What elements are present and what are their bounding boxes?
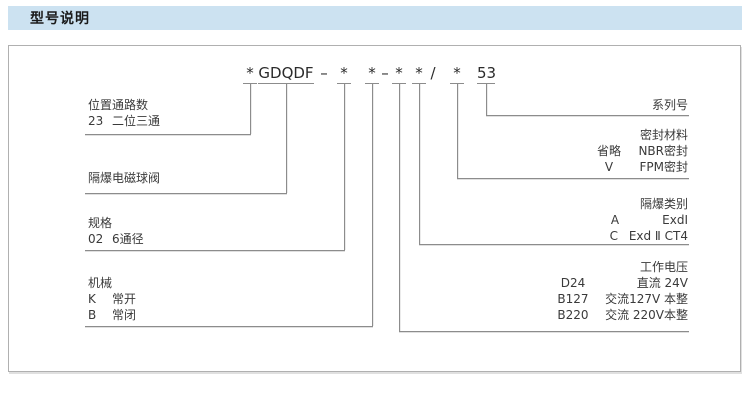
model-code-part-dash2: –: [381, 64, 389, 82]
option-code: B: [88, 308, 97, 322]
leader-vline-exd-class: [419, 84, 420, 244]
model-code-part-star6: *: [450, 64, 464, 84]
block-positions: 位置通路数 23 二位三通: [88, 97, 160, 129]
leader-hline-valve-type: [85, 193, 287, 194]
option-desc: 二位三通: [112, 114, 161, 128]
model-code-part-star5: *: [412, 64, 426, 84]
option-desc: 常闭: [112, 308, 137, 322]
option-code: V: [604, 160, 614, 174]
block-voltage-row: B220 交流 220V本整: [554, 307, 688, 323]
leader-vline-positions: [250, 84, 251, 134]
section-title: 型号说明: [30, 11, 90, 27]
model-code-part-series-letters: GDQDF: [258, 64, 314, 84]
block-exd-class-row: C Exd Ⅱ CT4: [607, 228, 688, 244]
model-code-part-series-number: 53: [477, 64, 497, 84]
diagram-frame: [8, 45, 741, 372]
option-code: A: [610, 213, 620, 227]
block-seal-title: 密封材料: [639, 128, 688, 142]
block-positions-row: 23 二位三通: [88, 113, 160, 129]
leader-hline-exd-class: [419, 244, 689, 245]
leader-vline-seal: [457, 84, 458, 178]
block-mechanics-row: B 常闭: [88, 307, 136, 323]
leader-hline-positions: [85, 134, 251, 135]
option-code: 02: [88, 232, 104, 246]
block-voltage-row: B127 交流127V 本整: [554, 291, 688, 307]
option-code: C: [609, 229, 618, 243]
block-seal-row: 省略 NBR密封: [594, 143, 688, 159]
block-positions-title: 位置通路数: [88, 98, 149, 112]
leader-hline-spec: [85, 250, 345, 251]
option-code: K: [88, 292, 96, 306]
option-desc: NBR密封: [638, 144, 688, 158]
leader-hline-voltage: [399, 331, 689, 332]
block-valve-type: 隔爆电磁球阀: [88, 170, 160, 186]
leader-vline-spec: [344, 84, 345, 250]
block-voltage: 工作电压 D24 直流 24V B127 交流127V 本整 B220 交流 2…: [554, 259, 688, 323]
option-desc: 直流 24V: [636, 276, 688, 290]
block-spec-row: 02 6通径: [88, 231, 144, 247]
option-desc: 交流 220V本整: [605, 308, 688, 322]
leader-vline-voltage: [399, 84, 400, 331]
block-exd-class-row: A ExdⅠ: [607, 212, 688, 228]
option-code: D24: [560, 276, 586, 290]
option-desc: 6通径: [112, 232, 144, 246]
model-code-part-star1: *: [243, 64, 257, 84]
model-code-part-star2: *: [337, 64, 351, 84]
option-code: B127: [557, 292, 589, 306]
leader-vline-mechanics: [372, 84, 373, 326]
option-desc: 常开: [112, 292, 137, 306]
leader-hline-mechanics: [85, 326, 373, 327]
block-voltage-row: D24 直流 24V: [554, 275, 688, 291]
model-code-part-slash: /: [430, 64, 436, 82]
model-code-part-star3: *: [365, 64, 379, 84]
block-mechanics-title: 机械: [88, 276, 113, 290]
block-series: 系列号: [652, 97, 688, 113]
block-mechanics-row: K 常开: [88, 291, 136, 307]
block-voltage-title: 工作电压: [639, 260, 688, 274]
option-desc: Exd Ⅱ CT4: [628, 229, 688, 243]
option-code: 省略: [596, 144, 621, 158]
option-code: B220: [557, 308, 589, 322]
block-spec-title: 规格: [88, 216, 113, 230]
option-desc: ExdⅠ: [662, 213, 688, 227]
leader-vline-valve-type: [286, 84, 287, 193]
block-spec: 规格 02 6通径: [88, 215, 144, 247]
section-header-bar: 型号说明: [8, 6, 742, 30]
block-exd-class: 隔爆类别 A ExdⅠ C Exd Ⅱ CT4: [607, 196, 688, 244]
leader-hline-seal: [457, 178, 689, 179]
model-code-part-dash1: –: [320, 64, 328, 82]
block-seal: 密封材料 省略 NBR密封 V FPM密封: [594, 127, 688, 175]
block-seal-row: V FPM密封: [594, 159, 688, 175]
option-desc: 交流127V 本整: [605, 292, 688, 306]
block-valve-type-title: 隔爆电磁球阀: [88, 171, 161, 185]
leader-vline-series: [486, 84, 487, 115]
option-code: 23: [88, 114, 104, 128]
leader-hline-series: [486, 115, 689, 116]
block-mechanics: 机械 K 常开 B 常闭: [88, 275, 136, 323]
option-desc: FPM密封: [639, 160, 689, 174]
block-series-title: 系列号: [651, 98, 688, 112]
block-exd-class-title: 隔爆类别: [639, 197, 688, 211]
model-code-part-star4: *: [392, 64, 406, 84]
